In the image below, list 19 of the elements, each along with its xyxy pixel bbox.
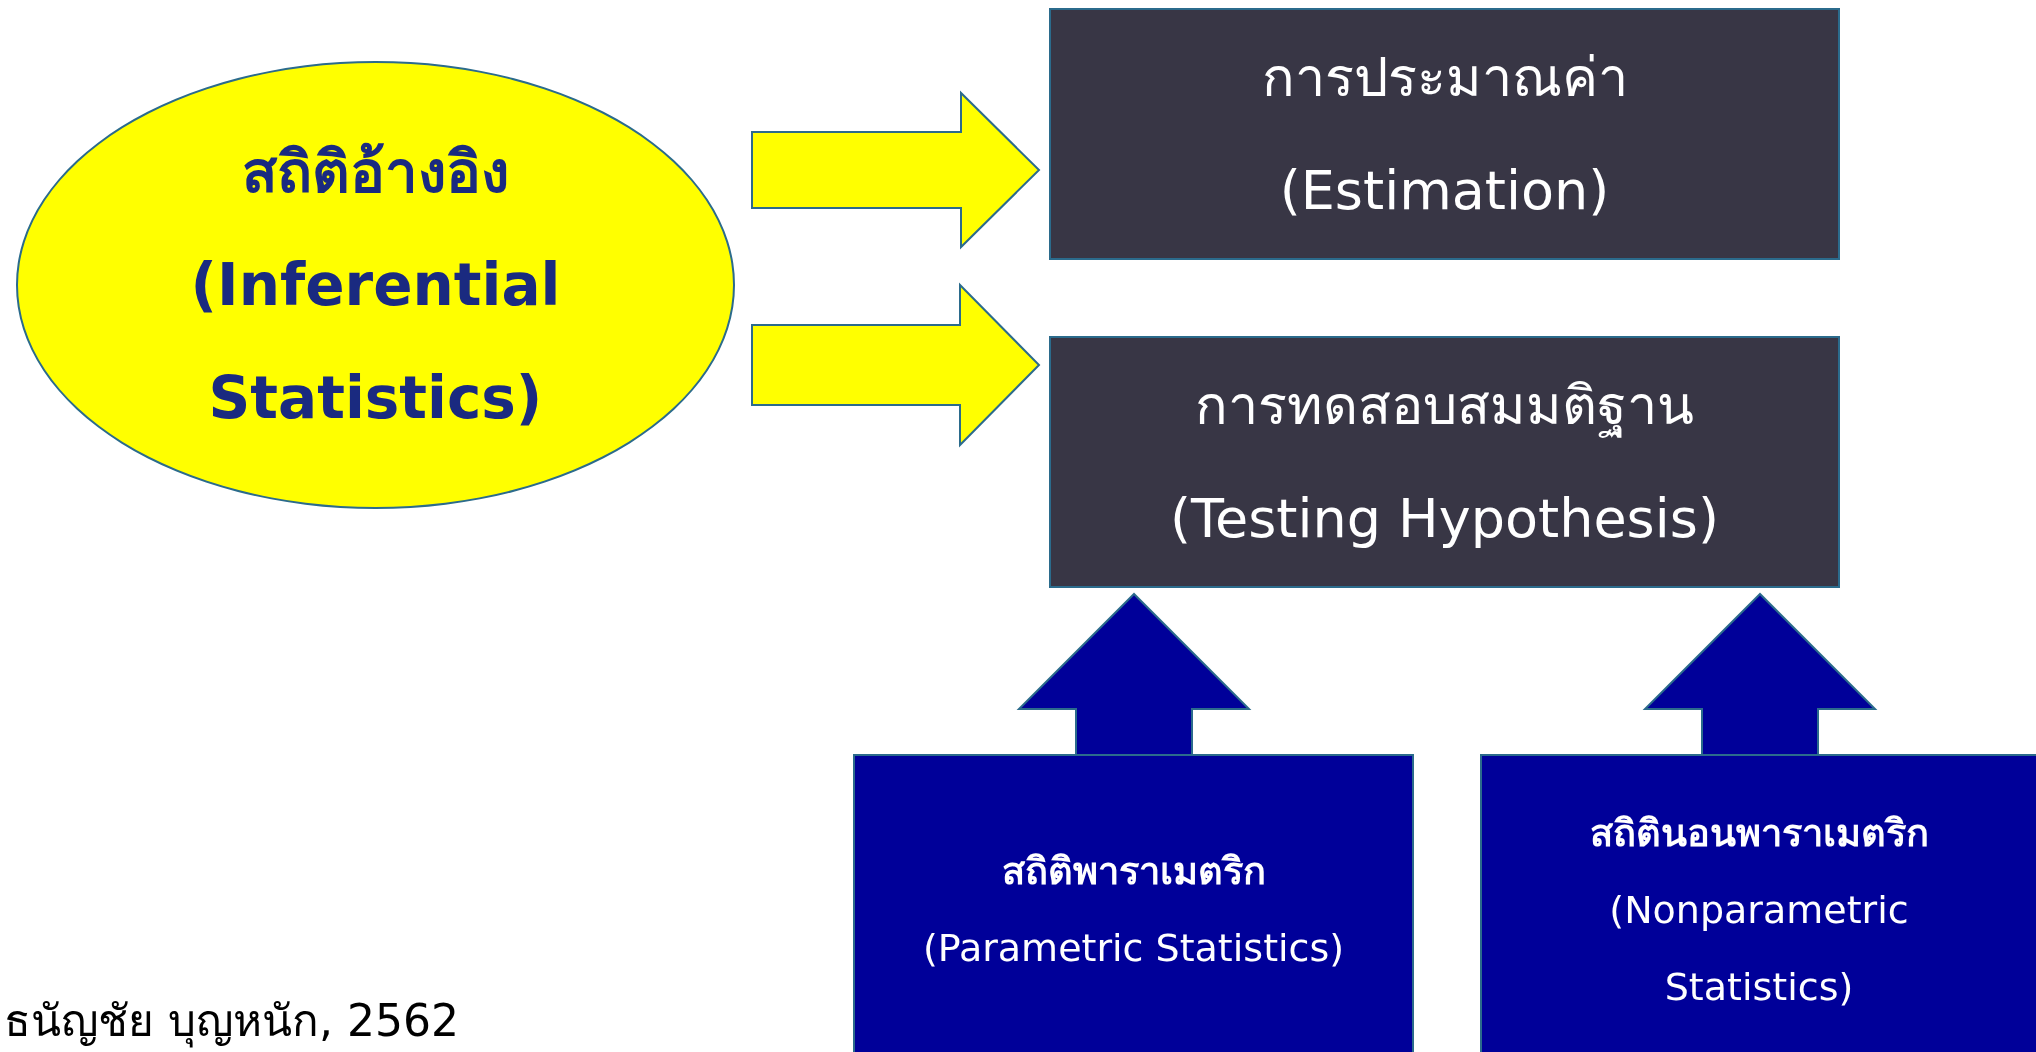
subtitle-text: (Testing Hypothesis) bbox=[1170, 486, 1719, 552]
process-box bbox=[1049, 336, 1840, 588]
subtitle-text: (Inferential Statistics) bbox=[189, 249, 562, 434]
subtitle-text: (Nonparametric Statistics) bbox=[1608, 886, 1910, 1011]
heading-text: การประมาณค่า bbox=[1261, 45, 1628, 111]
subtitle-text: (Estimation) bbox=[1279, 158, 1610, 224]
process-box bbox=[1049, 8, 1840, 260]
subtitle-text: (Parametric Statistics) bbox=[922, 925, 1345, 972]
block-arrow bbox=[1016, 592, 1252, 757]
block-arrow bbox=[1642, 592, 1878, 757]
heading-text: สถิติพาราเมตริก bbox=[1001, 848, 1266, 895]
citation-text: ธนัญชัย บุญหนัก, 2562 bbox=[4, 994, 459, 1050]
block-arrow bbox=[751, 90, 1041, 250]
heading-text: การทดสอบสมมติฐาน bbox=[1195, 373, 1694, 440]
heading-text: สถิตินอนพาราเมตริก bbox=[1589, 809, 1929, 857]
callout-box bbox=[1480, 754, 2036, 1052]
callout-box bbox=[853, 754, 1414, 1052]
block-arrow bbox=[751, 282, 1041, 448]
heading-text: สถิติอ้างอิง bbox=[242, 136, 509, 208]
